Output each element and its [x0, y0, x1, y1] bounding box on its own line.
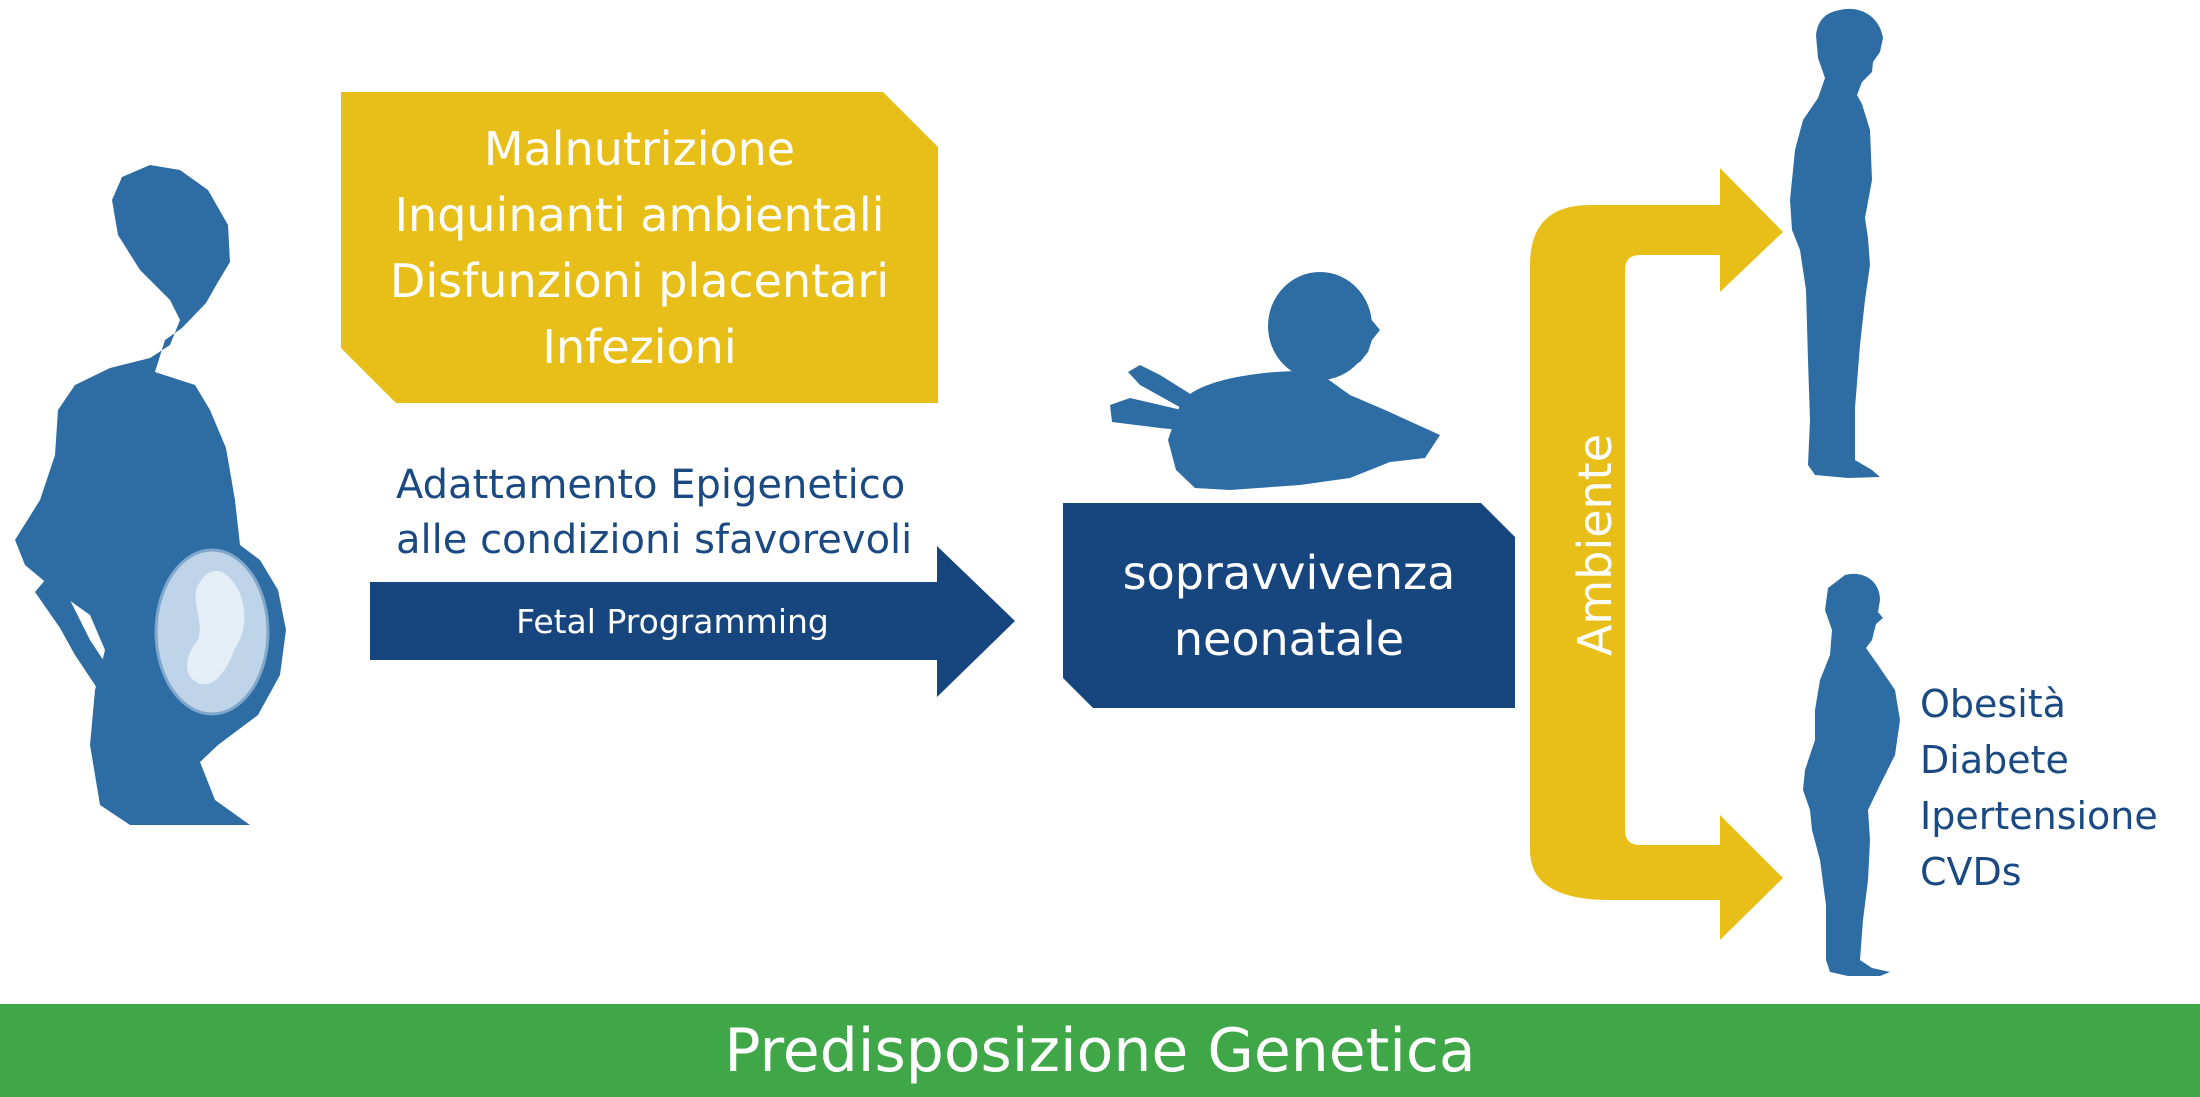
fetal-programming-label: Fetal Programming [516, 601, 829, 641]
neonatal-survival-box: sopravvivenza neonatale [1063, 503, 1515, 708]
epigenetic-line-2: alle condizioni sfavorevoli [396, 517, 913, 563]
risk-factor-item: Inquinanti ambientali [394, 187, 885, 242]
disease-list: Obesità Diabete Ipertensione CVDs [1920, 676, 2158, 900]
baby-icon [1110, 272, 1440, 490]
fetal-programming-arrow [370, 546, 1015, 697]
environment-label: Ambiente [1568, 433, 1622, 657]
footer-title: Predisposizione Genetica [724, 1015, 1476, 1086]
epigenetic-adaptation-text: Adattamento Epigenetico alle condizioni … [396, 458, 956, 568]
neonatal-line-1: sopravvivenza [1122, 545, 1456, 600]
neonatal-line-2: neonatale [1173, 611, 1405, 666]
genetic-predisposition-bar: Predisposizione Genetica [0, 1004, 2200, 1097]
epigenetic-line-1: Adattamento Epigenetico [396, 462, 906, 508]
risk-factor-item: Malnutrizione [483, 121, 796, 176]
environment-branch-arrow [1530, 168, 1783, 940]
disease-item: CVDs [1920, 850, 2022, 894]
disease-item: Obesità [1920, 682, 2066, 726]
risk-factor-item: Disfunzioni placentari [389, 253, 890, 308]
fetus-icon [154, 548, 270, 716]
disease-item: Diabete [1920, 738, 2069, 782]
healthy-adult-icon [1790, 8, 1883, 478]
obese-adult-icon [1803, 573, 1900, 976]
pregnant-woman-icon [15, 165, 286, 825]
risk-factors-box: Malnutrizione Inquinanti ambientali Disf… [341, 92, 938, 403]
disease-item: Ipertensione [1920, 794, 2158, 838]
risk-factor-item: Infezioni [542, 319, 737, 374]
